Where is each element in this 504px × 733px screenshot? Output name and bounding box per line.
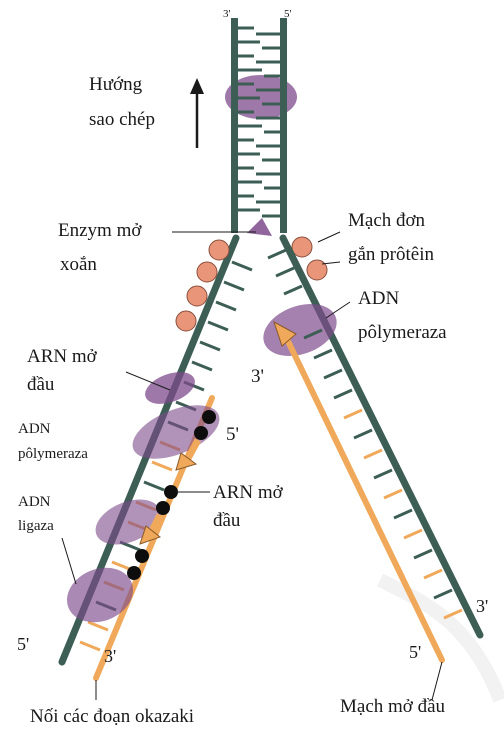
primer-mid-label-line2: đầu [213, 510, 241, 531]
primer-bead [135, 549, 149, 563]
lagging-5prime-label: 5' [226, 424, 239, 445]
ssb-protein [197, 262, 217, 282]
leading-strand-caption: Mạch mở đầu [340, 696, 446, 717]
primer-bead [194, 426, 208, 440]
top-left-backbone [231, 18, 238, 233]
ligase-label-line1: ADN [18, 494, 51, 510]
primer-bead [164, 485, 178, 499]
okazaki-caption: Nối các đoạn okazaki [30, 706, 194, 727]
primer-bead [127, 566, 141, 580]
primer-bead [202, 410, 216, 424]
ssb-protein [176, 311, 196, 331]
ssb-protein [292, 237, 312, 257]
helicase-label-line1: Enzym mở [58, 220, 142, 241]
ssb-label-line1: Mạch đơn [348, 210, 426, 231]
ssb-protein [307, 260, 327, 280]
bottom-left-3prime-label: 3' [104, 646, 116, 666]
bottom-right-5prime-label: 5' [409, 642, 421, 662]
ligase-label-line2: ligaza [18, 518, 54, 534]
top-right-5prime-label: 5' [284, 8, 292, 20]
ssb-protein [209, 240, 229, 260]
top-right-backbone [280, 18, 287, 233]
primer-left-label-line2: đầu [27, 374, 55, 395]
primer-bead [156, 501, 170, 515]
polymerase-left-label-line2: pôlymeraza [18, 446, 88, 462]
bottom-left-5prime-label: 5' [17, 634, 29, 654]
top-left-3prime-label: 3' [223, 8, 231, 20]
direction-label-line1: Hướng [89, 74, 143, 95]
polymerase-right-label-line2: pôlymeraza [358, 322, 447, 343]
primer-left-label-line1: ARN mở [27, 346, 98, 367]
primer-mid-label-line1: ARN mở [213, 482, 284, 503]
leading-3prime-label: 3' [251, 366, 264, 387]
ssb-label-line2: gắn prôtêin [348, 244, 435, 265]
polymerase-left-label-line1: ADN [18, 421, 51, 437]
polymerase-right-label-line1: ADN [358, 288, 399, 309]
ssb-protein [187, 286, 207, 306]
right-3prime-label: 3' [476, 596, 488, 616]
helicase-label-line2: xoắn [60, 254, 97, 275]
direction-label-line2: sao chép [89, 109, 155, 130]
